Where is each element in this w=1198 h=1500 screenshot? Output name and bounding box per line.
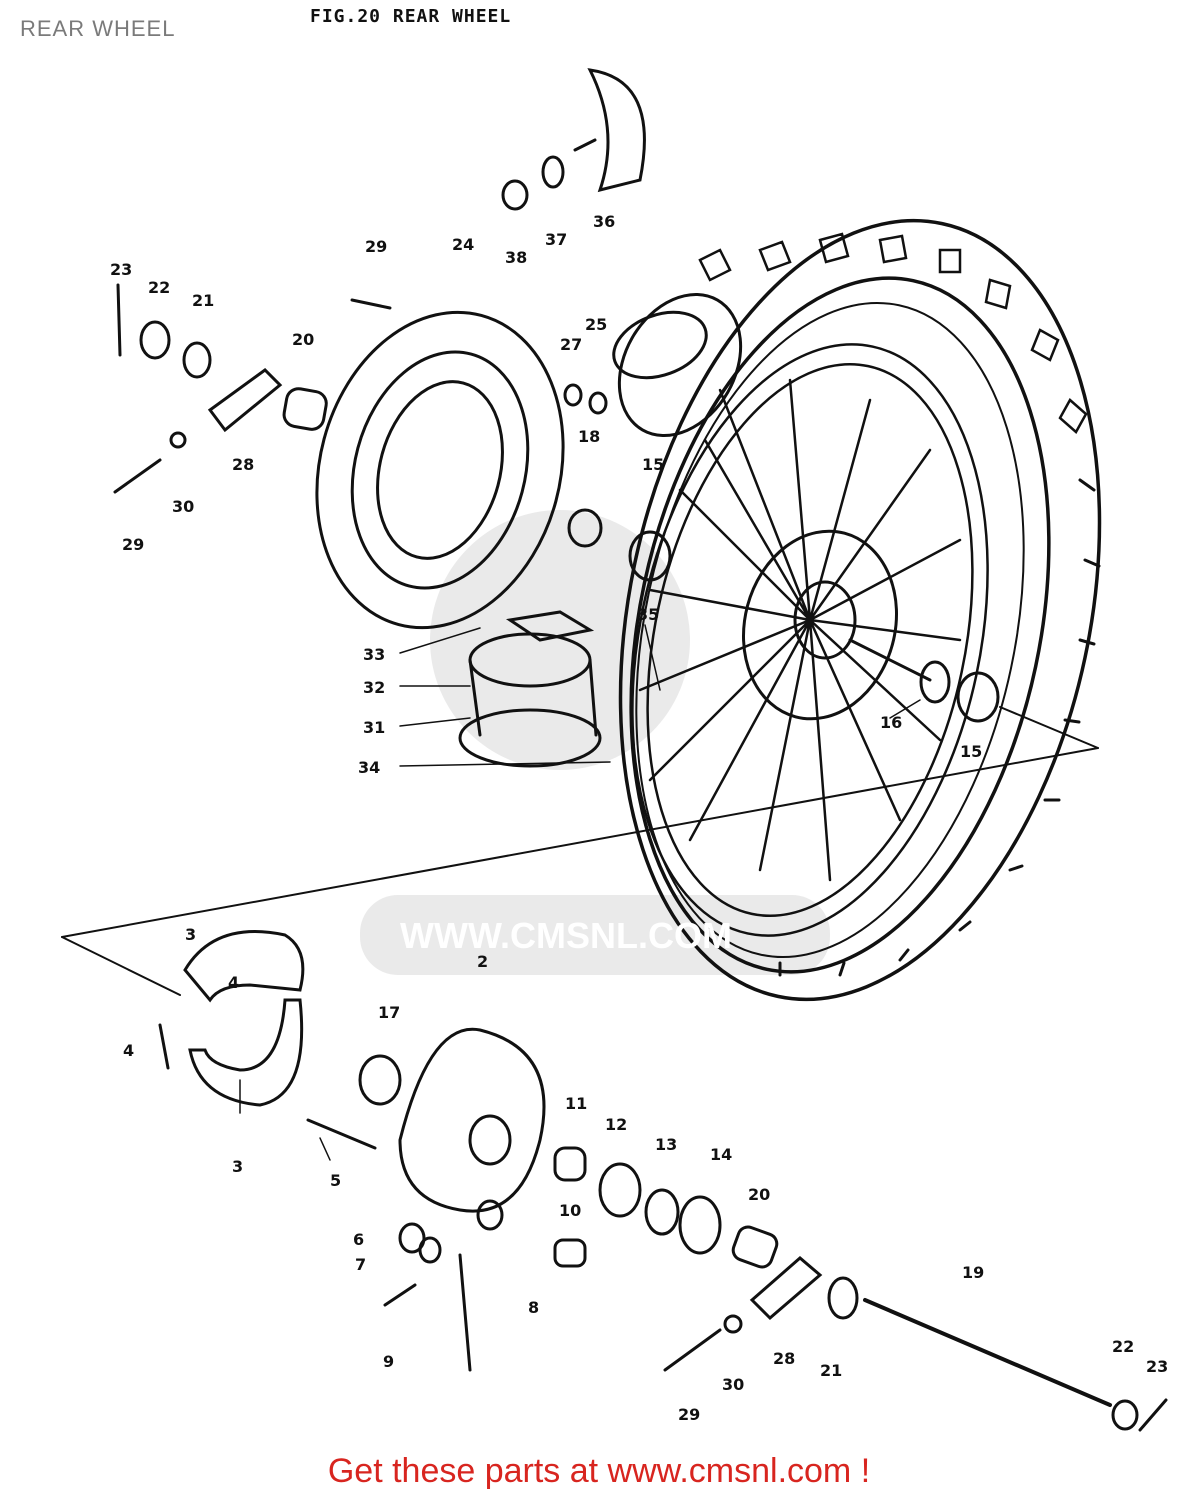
spacer-10: [553, 1238, 587, 1268]
nut-22-bottom: [1111, 1399, 1139, 1431]
callout-c12: 12: [605, 1115, 627, 1134]
brake-shoes: [158, 930, 305, 1107]
callout-c29b: 29: [122, 535, 144, 554]
callout-c10: 10: [559, 1201, 581, 1220]
bearing-15-left: [628, 530, 672, 582]
callout-c21b: 21: [820, 1361, 842, 1380]
callout-c2: 2: [477, 952, 488, 971]
callout-c27: 27: [560, 335, 582, 354]
nut-38: [501, 179, 529, 211]
callout-c11: 11: [565, 1094, 587, 1113]
callout-c4a: 4: [228, 973, 239, 992]
callout-c36: 36: [593, 212, 615, 231]
brake-cam-lever-8: [458, 1253, 472, 1372]
callout-c32: 32: [363, 678, 385, 697]
figure-title: FIG.20 REAR WHEEL: [310, 6, 512, 27]
nut-27: [563, 383, 583, 407]
washer-7: [418, 1236, 442, 1264]
ring-14: [678, 1195, 722, 1255]
callout-c4b: 4: [123, 1041, 134, 1060]
callout-c34: 34: [358, 758, 380, 777]
footer-parts-link[interactable]: Get these parts at www.cmsnl.com !: [327, 1452, 871, 1490]
washer-13: [644, 1188, 680, 1236]
callout-c18: 18: [578, 427, 600, 446]
callout-c22b: 22: [1112, 1337, 1134, 1356]
bolt-29-top: [350, 298, 392, 310]
callout-c3a: 3: [185, 925, 196, 944]
callout-c13: 13: [655, 1135, 677, 1154]
callout-c7: 7: [355, 1255, 366, 1274]
sprocket-carrier: [458, 610, 602, 768]
brake-panel: [398, 1027, 546, 1231]
callout-c29a: 29: [365, 237, 387, 256]
spacer-20-bottom: [731, 1225, 779, 1269]
oring-6: [398, 1222, 426, 1254]
callout-c35: 35: [637, 605, 659, 624]
callout-c9: 9: [383, 1352, 394, 1371]
nut-30-left: [169, 431, 187, 449]
callout-c38: 38: [505, 248, 527, 267]
rear-sprocket: [315, 310, 565, 630]
bolt-29-bottom: [663, 1328, 722, 1372]
cotter-pin-23-top: [116, 283, 122, 357]
washer-21-top: [182, 341, 212, 379]
callout-c31: 31: [363, 718, 385, 737]
callout-c6: 6: [353, 1230, 364, 1249]
callout-c14: 14: [710, 1145, 732, 1164]
bolt-9: [383, 1283, 417, 1307]
callout-c28a: 28: [232, 455, 254, 474]
callout-c19: 19: [962, 1263, 984, 1282]
callout-c30b: 30: [722, 1375, 744, 1394]
callout-c23b: 23: [1146, 1357, 1168, 1376]
oil-seal-17: [358, 1054, 402, 1106]
callout-c20b: 20: [748, 1185, 770, 1204]
spacer-11: [553, 1146, 587, 1182]
page-title: REAR WHEEL: [20, 16, 176, 41]
callout-c37: 37: [545, 230, 567, 249]
wheel-hub: [741, 529, 951, 721]
camshaft-5: [306, 1118, 377, 1150]
rear-tire: [618, 218, 1102, 1002]
callout-c33: 33: [363, 645, 385, 664]
callout-c24: 24: [452, 235, 474, 254]
leader-lines: [239, 624, 921, 1161]
washer-21-bottom: [827, 1276, 859, 1320]
callout-c28b: 28: [773, 1349, 795, 1368]
nut-30-bottom: [723, 1314, 743, 1334]
rear-axle-19: [863, 1298, 1112, 1407]
callout-c16: 16: [880, 713, 902, 732]
washer-37: [541, 155, 565, 189]
oil-seal-12: [598, 1162, 642, 1218]
callout-c5: 5: [330, 1171, 341, 1190]
callout-c8: 8: [528, 1298, 539, 1317]
washer-25: [588, 391, 608, 415]
callout-c3b: 3: [232, 1157, 243, 1176]
callout-c29c: 29: [678, 1405, 700, 1424]
callout-c23a: 23: [110, 260, 132, 279]
callout-c20a: 20: [292, 330, 314, 349]
chain-adjuster-28-top: [207, 368, 283, 433]
bolt-29-left: [113, 458, 162, 494]
spring-4: [158, 1023, 170, 1070]
callout-c22a: 22: [148, 278, 170, 297]
nut-22-top: [139, 320, 171, 360]
callout-c25: 25: [585, 315, 607, 334]
callout-c15b: 15: [960, 742, 982, 761]
cotter-pin-23-bottom: [1138, 1398, 1168, 1432]
watermark-logo: [360, 510, 830, 975]
callout-c17: 17: [378, 1003, 400, 1022]
spacer-20-top: [282, 387, 328, 431]
callout-c30a: 30: [172, 497, 194, 516]
tire-section: [612, 292, 743, 438]
bearing-15-right: [956, 671, 1000, 723]
callout-c15a: 15: [642, 455, 664, 474]
watermark-text: WWW.CMSNL.COM: [400, 915, 732, 956]
chain-adjuster-28-bottom: [749, 1256, 823, 1321]
spacer-18: [567, 508, 603, 548]
chain-guard-36: [573, 68, 646, 193]
callout-c21a: 21: [192, 291, 214, 310]
wheel-rim-spokes: [631, 343, 989, 937]
